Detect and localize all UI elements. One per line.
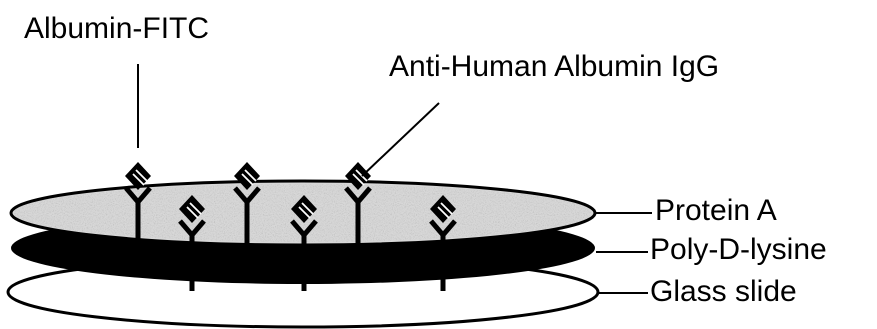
albumin-fitc-label: Albumin-FITC (24, 14, 209, 44)
anti-human-albumin-igg-label: Anti-Human Albumin IgG (389, 52, 719, 82)
protein-a-label: Protein A (655, 196, 777, 226)
poly-d-lysine-label: Poly-D-lysine (650, 235, 827, 265)
igg-leader (362, 103, 439, 176)
glass-slide-label: Glass slide (650, 277, 797, 307)
